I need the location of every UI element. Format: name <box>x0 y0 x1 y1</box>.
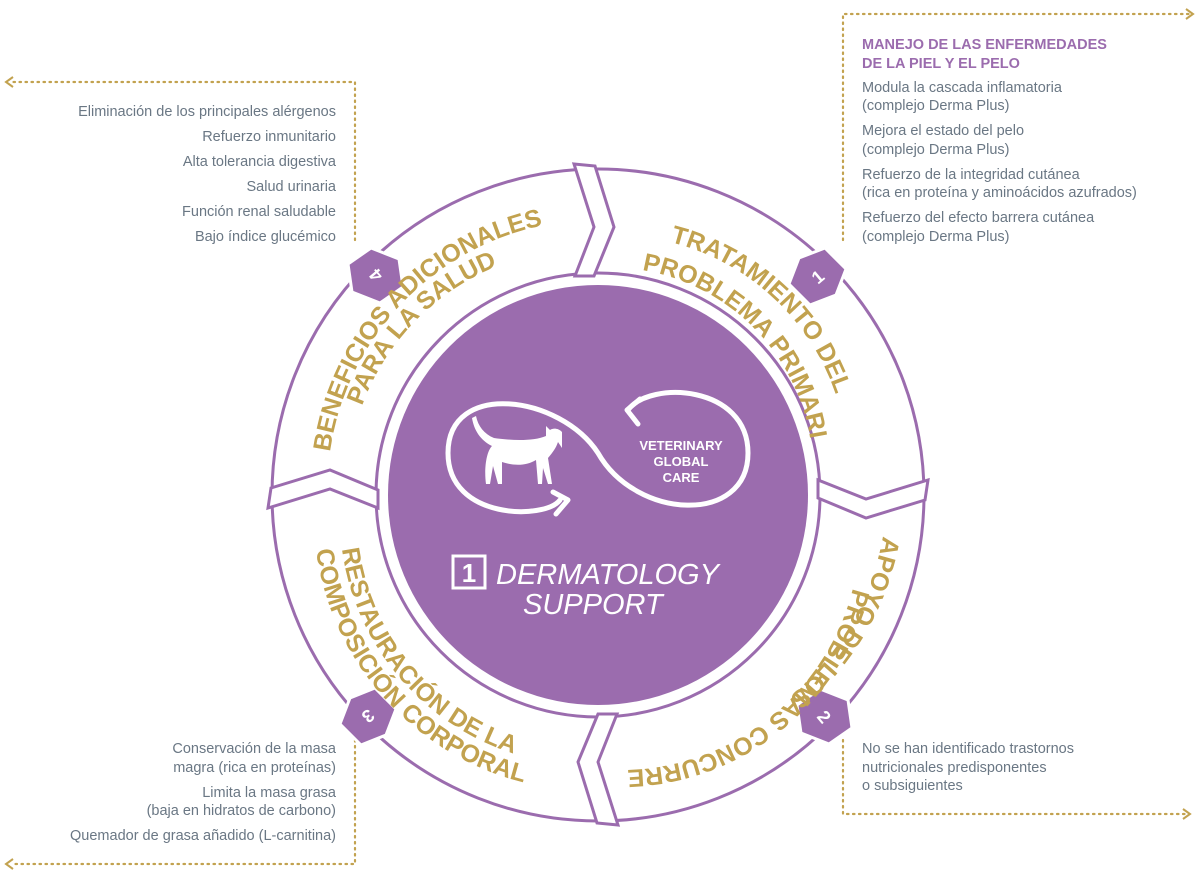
panel-top-right-line: Modula la cascada inflamatoria <box>862 80 1062 96</box>
callout-line-bottom-left <box>10 738 357 866</box>
panel-top-right-title-2: DE LA PIEL Y EL PELO <box>862 56 1020 72</box>
panel-bottom-left-line: Conservación de la masa <box>172 741 336 757</box>
panel-top-right-line: Refuerzo del efecto barrera cutánea <box>862 210 1095 226</box>
separator-left <box>266 468 380 511</box>
center-number: 1 <box>462 558 476 588</box>
arrowhead-bottom-left <box>4 858 14 870</box>
panel-bottom-left-line: Quemador de grasa añadido (L-carnitina) <box>70 828 336 844</box>
panel-bottom-right-line: nutricionales predisponentes <box>862 760 1047 776</box>
callout-line-bottom-right <box>841 738 1188 816</box>
panel-top-right-line: Mejora el estado del pelo <box>862 123 1025 139</box>
emblem-line-2: GLOBAL <box>654 454 709 469</box>
panel-top-left-line: Refuerzo inmunitario <box>202 129 336 145</box>
panel-top-right-line: (complejo Derma Plus) <box>862 229 1010 245</box>
separator-bottom <box>576 712 621 827</box>
panel-top-right-line: (complejo Derma Plus) <box>862 98 1010 114</box>
segment-4-badge <box>346 246 405 305</box>
panel-bottom-right-line: No se han identificado trastornos <box>862 741 1074 757</box>
loop-arrow-right-icon <box>624 396 643 427</box>
panel-top-right-line: (complejo Derma Plus) <box>862 142 1010 158</box>
separator-top <box>571 162 616 278</box>
panel-top-right-line: Refuerzo de la integridad cutánea <box>862 167 1080 183</box>
segment-3-badge <box>338 686 398 747</box>
panel-bottom-right-line: o subsiguientes <box>862 778 963 794</box>
panel-top-left-line: Eliminación de los principales alérgenos <box>78 104 336 120</box>
arrowhead-bottom-right <box>1182 808 1192 820</box>
panel-top-left-line: Alta tolerancia digestiva <box>182 154 336 170</box>
panel-top-right-line: (rica en proteína y aminoácidos azufrado… <box>862 185 1137 201</box>
panel-bottom-left-line: magra (rica en proteínas) <box>173 760 336 776</box>
panel-bottom-left-line: (baja en hidratos de carbono) <box>146 803 336 819</box>
center-title-line-1: DERMATOLOGY <box>496 559 722 591</box>
segment-2-badge <box>795 687 854 746</box>
center-number-box <box>451 554 487 590</box>
panel-top-left-line: Función renal saludable <box>182 204 336 220</box>
arrowhead-top-left <box>4 76 14 88</box>
callout-line-top-left <box>10 80 357 242</box>
panel-top-right-title-1: MANEJO DE LAS ENFERMEDADES <box>862 37 1107 53</box>
loop-arrow-left-icon <box>550 489 571 517</box>
separator-right <box>816 477 930 520</box>
center-title-line-2: SUPPORT <box>523 589 665 621</box>
arrowhead-top-right <box>1185 8 1195 20</box>
panel-bottom-left-line: Limita la masa grasa <box>202 785 336 801</box>
callout-line-top-right <box>841 12 1192 242</box>
segment-1-badge <box>787 246 848 307</box>
infinity-loop-icon <box>445 390 751 515</box>
cat-icon <box>472 416 562 484</box>
center-disc <box>388 285 808 705</box>
panel-top-left-line: Bajo índice glucémico <box>194 229 336 245</box>
panel-top-left-line: Salud urinaria <box>246 179 336 195</box>
emblem-line-1: VETERINARY <box>639 438 723 453</box>
emblem-line-3: CARE <box>663 470 700 485</box>
